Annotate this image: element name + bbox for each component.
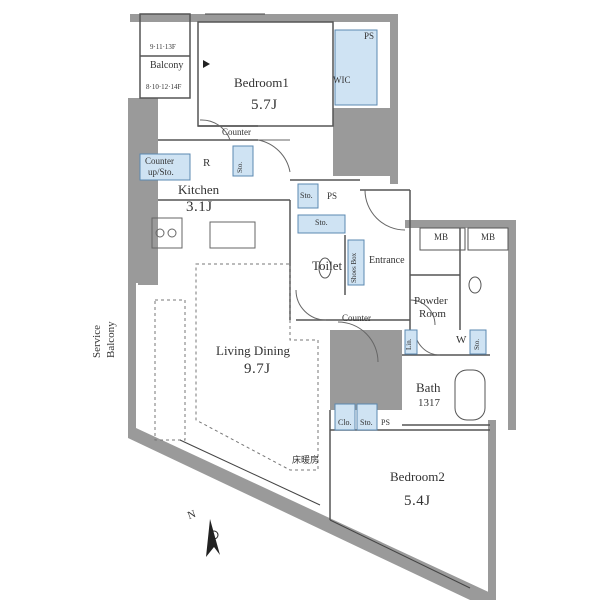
ps-label-bedroom2: PS — [381, 418, 390, 427]
counter-label-hall: Counter — [342, 313, 371, 323]
room-entrance: Entrance — [369, 255, 405, 266]
room-toilet: Toilet — [312, 258, 343, 273]
mb-boxes — [419, 227, 509, 251]
balcony-floors-top: 9·11·13F — [150, 43, 176, 51]
ps-label-hall: PS — [327, 191, 338, 201]
room-living-name: Living Dining — [216, 343, 291, 358]
sto-label-hall: Sto. — [300, 191, 313, 200]
sto-label-toilet: Sto. — [315, 218, 328, 227]
interior-lines — [139, 13, 490, 520]
mb-label-2: MB — [481, 232, 496, 242]
room-bedroom2-name: Bedroom2 — [390, 469, 445, 484]
bedroom2-sto-label: Sto. — [360, 418, 373, 427]
floor-heating-outline — [154, 263, 319, 471]
room-bedroom1-size: 5.7J — [251, 97, 278, 113]
counter-label-bedroom: Counter — [222, 127, 251, 137]
room-balcony: Balcony — [150, 60, 184, 71]
powder-sto-label: Sto. — [473, 338, 481, 350]
storage-areas — [139, 29, 487, 431]
room-bedroom2-size: 5.4J — [404, 493, 431, 509]
service-balcony-line1: Service — [91, 325, 103, 358]
room-kitchen-name: Kitchen — [178, 182, 220, 197]
linen-label: Lin. — [405, 338, 413, 350]
wic-label: WIC — [333, 75, 351, 85]
floor-heating-label: 床暖房 — [292, 455, 320, 465]
room-powder-line2: Room — [419, 308, 446, 320]
door-swings — [199, 119, 441, 363]
service-balcony-line2: Balcony — [105, 321, 117, 358]
room-bedroom1-name: Bedroom1 — [234, 75, 289, 90]
balcony-door-marker — [203, 60, 210, 68]
balcony-floors-bottom: 8·10·12·14F — [146, 83, 182, 91]
refrigerator-label: R — [203, 157, 211, 169]
windows — [179, 13, 471, 589]
walls — [128, 14, 516, 600]
compass-arrow — [206, 519, 220, 557]
ps-label-top: PS — [364, 31, 375, 41]
washer-label: W — [456, 334, 467, 346]
room-bath-name: Bath — [416, 380, 441, 395]
room-bath-size: 1317 — [418, 397, 440, 409]
room-kitchen-size: 3.1J — [186, 199, 213, 215]
kitchen-sto-label: Sto. — [236, 161, 244, 173]
room-living-size: 9.7J — [244, 361, 271, 377]
clo-label: Clo. — [338, 418, 352, 427]
kitchen-fixtures — [151, 217, 256, 249]
shoes-box-label: Shoes Box — [350, 252, 358, 283]
sanitary-fixtures — [318, 257, 486, 421]
counter-up-label-line1: Counter — [145, 156, 174, 166]
counter-up-label-line2: up/Sto. — [148, 167, 174, 177]
mb-label-1: MB — [434, 232, 449, 242]
room-powder-line1: Powder — [414, 295, 448, 307]
